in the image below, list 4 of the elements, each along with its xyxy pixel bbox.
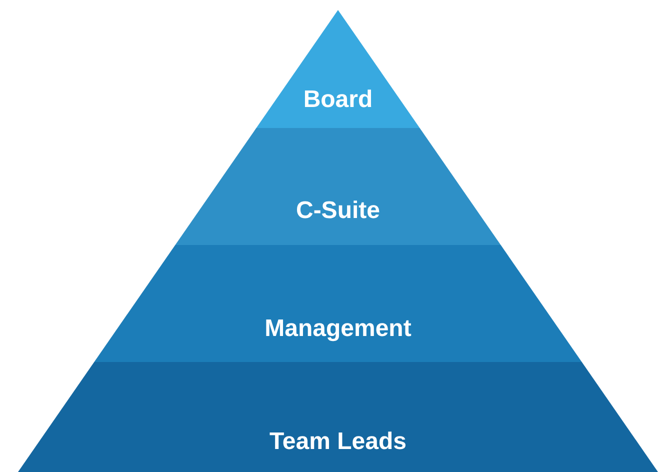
tier-label: Management [264,315,412,343]
tier-label: Team Leads [270,428,406,456]
tier-label: Board [303,86,373,114]
tier-label: C-Suite [296,197,380,225]
